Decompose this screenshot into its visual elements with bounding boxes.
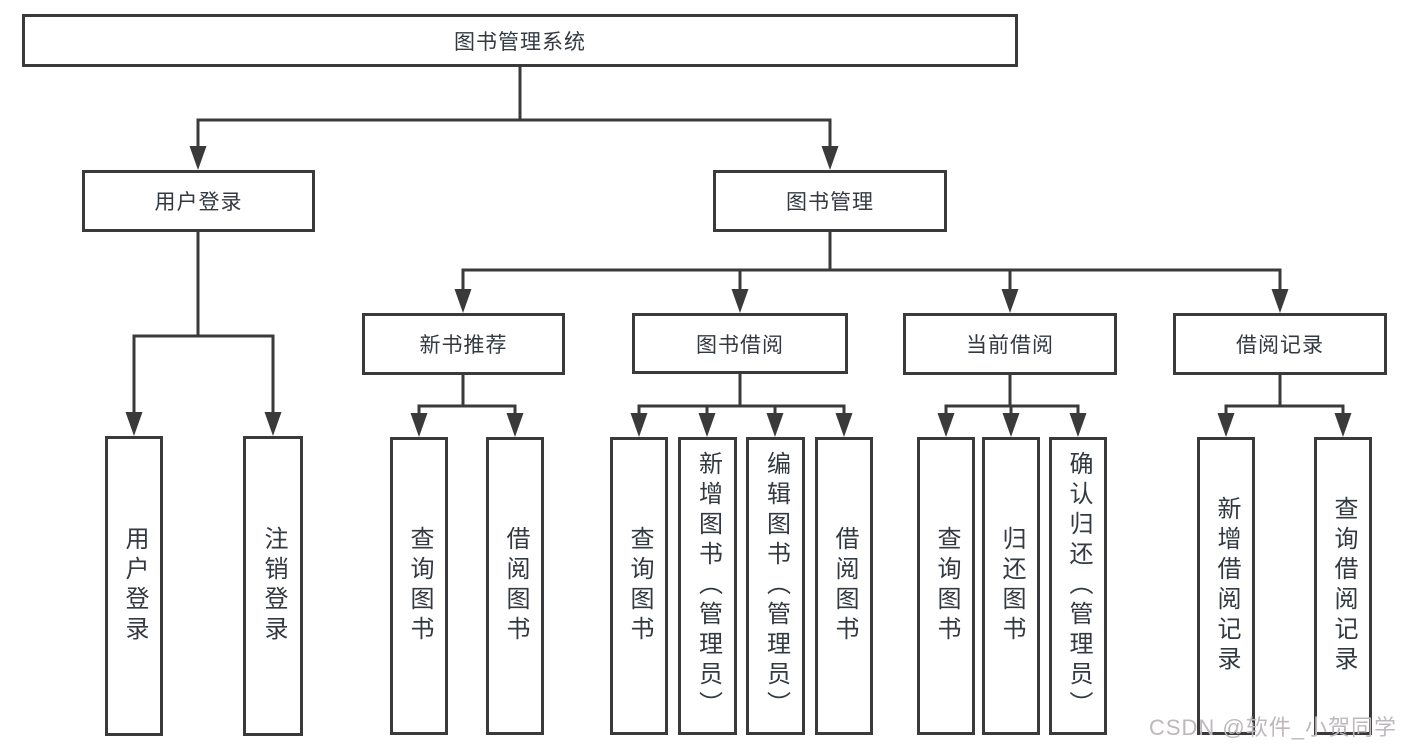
node-borrow-records-label: 借阅记录	[1236, 334, 1324, 357]
leaf-recommend-query-books: 查询图书	[390, 437, 448, 735]
leaf-recommend-borrow-books-label: 借阅图书	[502, 526, 529, 646]
leaf-borrowing-edit-books-admin-label: 编辑图书（管理员）	[762, 451, 790, 721]
node-user-login: 用户登录	[82, 170, 315, 232]
leaf-current-return-books-label: 归还图书	[998, 526, 1025, 646]
node-new-book-recommend: 新书推荐	[362, 313, 565, 375]
leaf-current-confirm-return-admin-label: 确认归还（管理员）	[1065, 451, 1092, 721]
leaf-current-query-books: 查询图书	[917, 437, 975, 735]
node-current-borrowing: 当前借阅	[903, 313, 1117, 375]
leaf-records-query-record-label: 查询借阅记录	[1330, 496, 1357, 676]
leaf-borrowing-edit-books-admin: 编辑图书（管理员）	[746, 437, 805, 735]
leaf-borrowing-query-books-label: 查询图书	[626, 526, 653, 646]
leaf-records-add-record: 新增借阅记录	[1197, 437, 1255, 735]
node-current-borrowing-label: 当前借阅	[966, 334, 1054, 357]
node-book-management-label: 图书管理	[786, 191, 874, 214]
node-library-system-label: 图书管理系统	[454, 30, 586, 54]
node-user-login-label: 用户登录	[154, 191, 243, 214]
leaf-logout-label: 注销登录	[260, 526, 287, 646]
leaf-borrowing-add-books-admin-label: 新增图书（管理员）	[694, 451, 722, 721]
csdn-watermark: CSDN @软件_小贺同学	[1148, 715, 1397, 740]
leaf-borrowing-borrow-books: 借阅图书	[815, 437, 873, 735]
leaf-records-query-record: 查询借阅记录	[1314, 437, 1372, 735]
node-library-system: 图书管理系统	[22, 14, 1018, 67]
node-book-borrowing: 图书借阅	[632, 313, 848, 374]
node-book-management: 图书管理	[713, 170, 947, 232]
leaf-recommend-borrow-books: 借阅图书	[486, 437, 544, 735]
leaf-current-confirm-return-admin: 确认归还（管理员）	[1049, 437, 1107, 735]
leaf-borrowing-add-books-admin: 新增图书（管理员）	[678, 437, 737, 735]
leaf-user-login: 用户登录	[105, 436, 163, 736]
leaf-current-query-books-label: 查询图书	[933, 526, 960, 646]
node-borrow-records: 借阅记录	[1173, 313, 1387, 375]
node-new-book-recommend-label: 新书推荐	[419, 334, 508, 357]
leaf-records-add-record-label: 新增借阅记录	[1213, 496, 1240, 676]
leaf-recommend-query-books-label: 查询图书	[406, 526, 433, 646]
leaf-borrowing-query-books: 查询图书	[610, 437, 668, 735]
node-book-borrowing-label: 图书借阅	[696, 333, 784, 357]
leaf-logout: 注销登录	[243, 436, 303, 736]
leaf-user-login-label: 用户登录	[121, 526, 148, 646]
leaf-borrowing-borrow-books-label: 借阅图书	[831, 526, 858, 646]
leaf-current-return-books: 归还图书	[982, 437, 1040, 735]
